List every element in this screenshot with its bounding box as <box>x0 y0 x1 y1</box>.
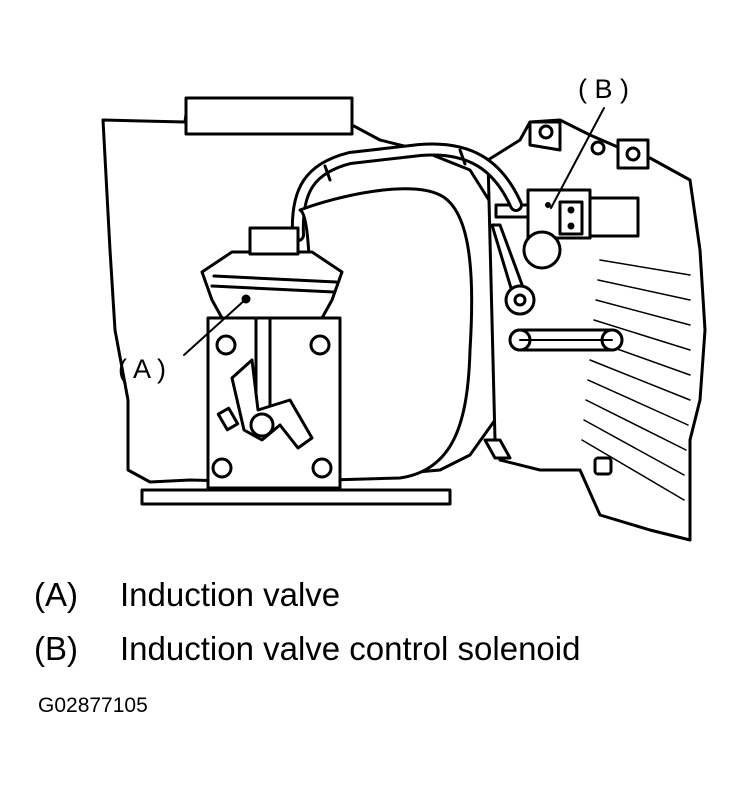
block-ridges <box>581 259 691 501</box>
legend-key: (B) <box>34 630 78 667</box>
valve-actuator <box>200 250 344 320</box>
leader-line-a <box>183 298 247 356</box>
legend-item-a: (A) Induction valve <box>34 578 340 611</box>
legend-key: (A) <box>34 576 78 613</box>
solenoid-connector <box>558 200 584 236</box>
legend-text: Induction valve control solenoid <box>120 630 581 667</box>
callout-b: ( B ) <box>578 74 629 104</box>
engine-intake-diagram: ( A ) ( B ) <box>101 74 707 542</box>
actuator-cap <box>248 226 300 256</box>
figure-code: G02877105 <box>38 694 148 717</box>
base-flange <box>140 488 452 506</box>
leader-line-b <box>550 107 605 209</box>
callout-a: ( A ) <box>118 354 166 384</box>
manifold-top-block <box>184 96 354 136</box>
legend-text: Induction valve <box>120 576 341 613</box>
solenoid-bracket <box>588 196 640 238</box>
legend-item-b: (B) Induction valve control solenoid <box>34 632 580 665</box>
